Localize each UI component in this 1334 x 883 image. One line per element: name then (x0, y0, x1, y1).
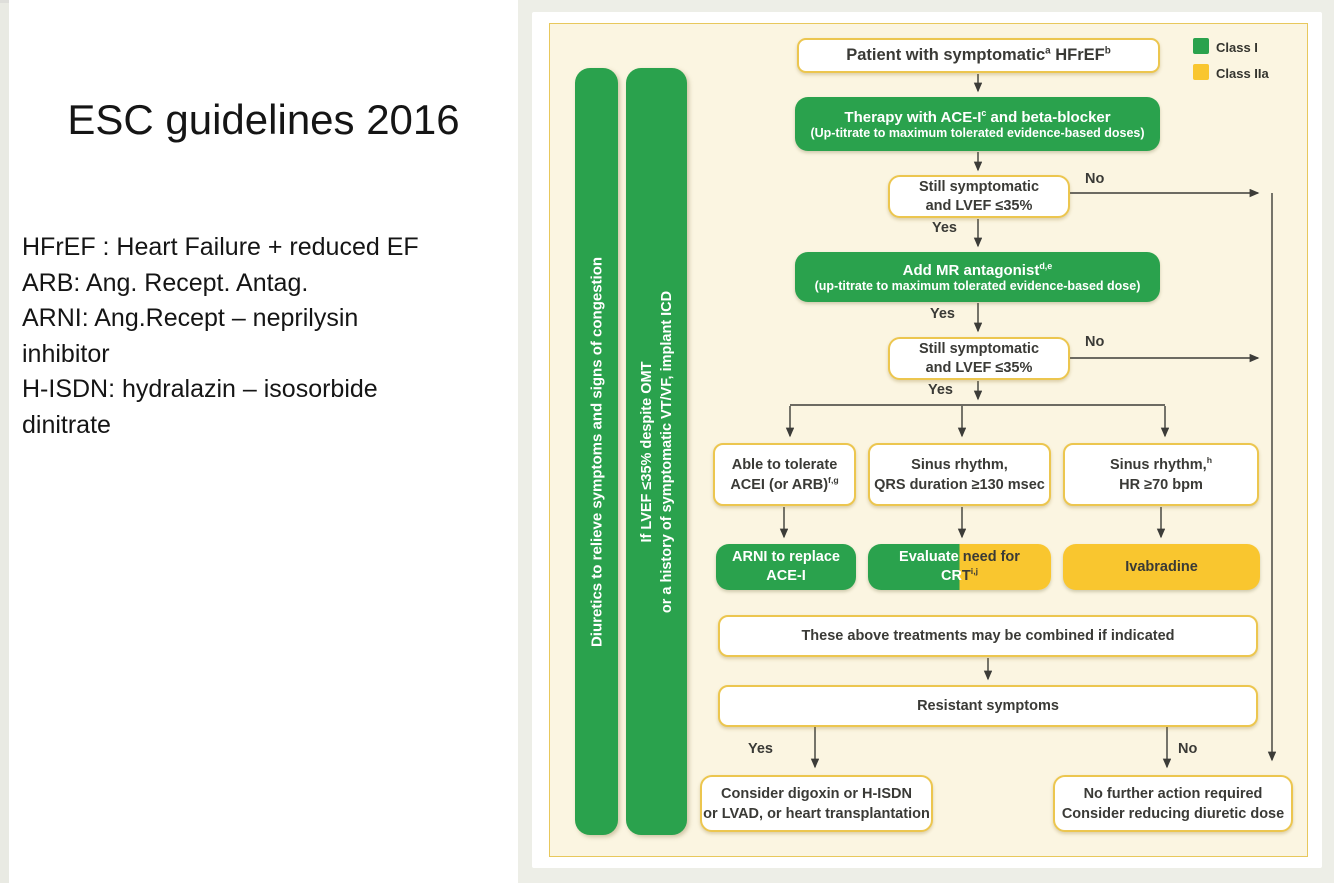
class-iia-label: Class IIa (1216, 66, 1269, 81)
arni-box: ARNI to replace ACE-I (716, 544, 856, 590)
glossary-line: dinitrate (22, 410, 111, 439)
diuretics-bar-text: Diuretics to relieve symptoms and signs … (588, 256, 605, 647)
class-i-label: Class I (1216, 40, 1258, 55)
mr-box-line1: Add MR antagonistd,e (902, 260, 1053, 279)
therapy-box-line1: Therapy with ACE-Ic and beta-blocker (844, 107, 1111, 126)
therapy-box-line2: (Up-titrate to maximum tolerated evidenc… (810, 125, 1145, 140)
crt-line2: CRTi,j (940, 566, 979, 584)
ivabradine-box: Ivabradine (1063, 544, 1260, 590)
glossary: HFrEF : Heart Failure + reduced EF ARB: … (22, 230, 419, 443)
sinus-hr-box: Sinus rhythm,h HR ≥70 bpm (1063, 443, 1259, 506)
no-label: No (1178, 741, 1198, 757)
therapy-box: Therapy with ACE-Ic and beta-blocker (Up… (795, 97, 1160, 151)
combined-box: These above treatments may be combined i… (718, 615, 1258, 657)
no-label: No (1085, 334, 1105, 350)
glossary-line: ARNI: Ang.Recept – neprilysin (22, 304, 359, 332)
resistant-box: Resistant symptoms (718, 685, 1258, 727)
class-i-swatch (1193, 38, 1209, 54)
yes-label: Yes (748, 741, 773, 757)
sinus-hr-line1: Sinus rhythm,h (1110, 454, 1212, 473)
mr-box-line2: (up-titrate to maximum tolerated evidenc… (814, 278, 1141, 293)
patient-box: Patient with symptomatica HFrEFb (797, 38, 1160, 73)
mr-antagonist-box: Add MR antagonistd,e (up-titrate to maxi… (795, 252, 1160, 302)
patient-box-text: Patient with symptomatica HFrEFb (846, 45, 1111, 64)
tolerate-acei-box: Able to tolerate ACEI (or ARB)f,g (713, 443, 856, 506)
sinus-qrs-box: Sinus rhythm, QRS duration ≥130 msec (868, 443, 1051, 506)
glossary-line: ARB: Ang. Recept. Antag. (22, 268, 309, 297)
digoxin-box: Consider digoxin or H-ISDN or LVAD, or h… (700, 775, 933, 832)
glossary-line: HFrEF : Heart Failure + reduced EF (22, 233, 419, 261)
yes-label: Yes (930, 306, 955, 322)
icd-bar-line2: or a history of symptomatic VT/VF, impla… (658, 290, 675, 613)
glossary-line: inhibitor (22, 339, 110, 368)
yes-label: Yes (932, 220, 957, 236)
crt-box: Evaluate need for CRTi,j (868, 544, 1051, 590)
diuretics-bar: Diuretics to relieve symptoms and signs … (575, 68, 618, 835)
icd-bar-line1: If LVEF ≤35% despite OMT (638, 361, 655, 542)
crt-line1: Evaluate need for (899, 549, 1020, 565)
class-iia-swatch (1193, 64, 1209, 80)
no-further-box: No further action required Consider redu… (1053, 775, 1293, 832)
yes-label: Yes (928, 382, 953, 398)
slide-title: ESC guidelines 2016 (67, 96, 460, 143)
tolerate-line2: ACEI (or ARB)f,g (730, 474, 839, 493)
glossary-line: H-ISDN: hydralazin – isosorbide (22, 375, 378, 403)
decision-box-1: Still symptomatic and LVEF ≤35% (888, 175, 1070, 218)
icd-bar-text: If LVEF ≤35% despite OMT or a history of… (637, 290, 677, 612)
icd-bar: If LVEF ≤35% despite OMT or a history of… (626, 68, 687, 835)
decision-box-2: Still symptomatic and LVEF ≤35% (888, 337, 1070, 380)
left-edge-strip (0, 0, 9, 883)
no-label: No (1085, 171, 1105, 187)
left-text-panel: ESC guidelines 2016 HFrEF : Heart Failur… (9, 0, 518, 883)
